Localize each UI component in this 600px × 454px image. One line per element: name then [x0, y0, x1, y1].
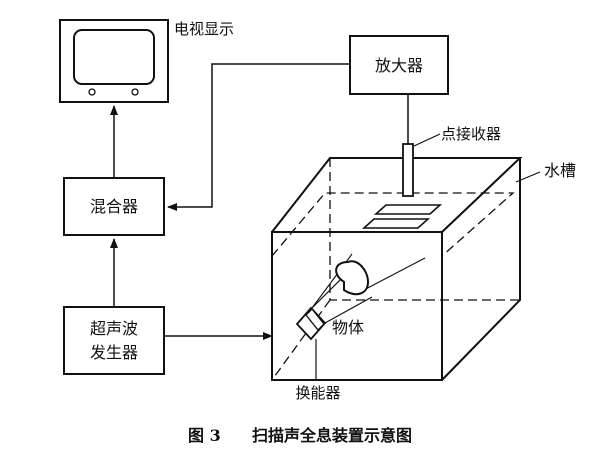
- tv-monitor: [59, 19, 169, 103]
- beam-edge-lower: [324, 296, 373, 324]
- water-tank-leader: [515, 171, 541, 183]
- point-receiver-label: 点接收器: [441, 125, 501, 143]
- object-shape: [335, 260, 370, 296]
- point-receiver-probe: [402, 143, 414, 197]
- tv-knob-left: [88, 88, 96, 96]
- mixer-label: 混合器: [90, 197, 138, 216]
- object-label: 物体: [332, 318, 364, 337]
- ultrasonic-generator-box: [63, 306, 165, 375]
- tv-knob-right: [131, 88, 139, 96]
- ultrasonic-generator-label-line1: 超声波: [90, 319, 138, 338]
- beam-guide-lower: [359, 257, 426, 293]
- ultrasonic-generator-label-line2: 发生器: [90, 343, 138, 362]
- tv-screen: [73, 29, 155, 85]
- transducer: [295, 306, 327, 341]
- water-tank: [271, 157, 523, 381]
- scan-plane: [361, 204, 443, 229]
- amplifier-box: [349, 35, 449, 95]
- amplifier-label: 放大器: [375, 56, 423, 75]
- water-surface: [271, 192, 515, 257]
- figure-number: 图 3: [188, 426, 221, 445]
- point-receiver-leader: [413, 133, 441, 147]
- wire-amplifier-to-mixer: [167, 63, 350, 211]
- figure-title: 扫描声全息装置示意图: [252, 426, 412, 445]
- transducer-label: 换能器: [295, 384, 340, 402]
- water-tank-label: 水槽: [544, 161, 576, 180]
- tv-display-label: 电视显示: [174, 20, 234, 38]
